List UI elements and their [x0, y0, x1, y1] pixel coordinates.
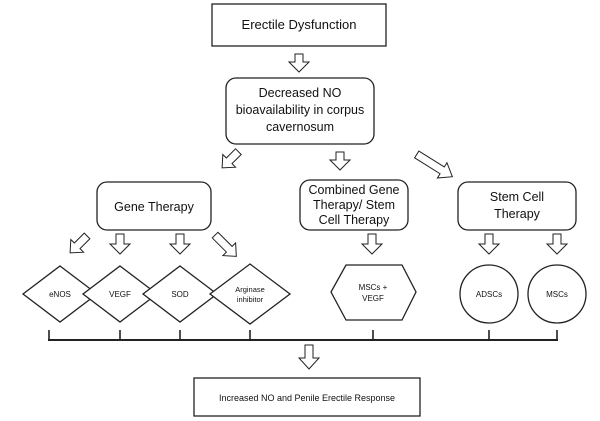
outcome-label: Increased NO and Penile Erectile Respons… — [219, 393, 395, 403]
down-arrow-sod-icon — [168, 233, 192, 255]
enos-label: eNOS — [49, 290, 71, 299]
arginase-inhibitor-node: Arginase inhibitor — [208, 263, 292, 325]
adscs-label: ADSCs — [476, 290, 502, 299]
diagonal-arrow-enos-icon — [69, 232, 91, 254]
down-arrow-mscs-icon — [545, 233, 569, 255]
combined-line-2: Therapy/ Stem — [313, 198, 395, 212]
decreased-no-line-2: bioavailability in corpus — [236, 103, 365, 117]
sod-label: SOD — [171, 290, 189, 299]
down-arrow-mscs-vegf-icon — [360, 233, 384, 255]
decreased-no-line-1: Decreased NO — [259, 86, 342, 100]
mscs-vegf-line-1: MSCs + — [359, 283, 388, 292]
decreased-no-box: Decreased NO bioavailability in corpus c… — [225, 77, 375, 145]
diagonal-arrow-right-icon — [413, 150, 454, 179]
combined-line-3: Cell Therapy — [319, 213, 390, 227]
vegf-label: VEGF — [109, 290, 131, 299]
stem-cell-therapy-box: Stem Cell Therapy — [457, 181, 577, 231]
erectile-dysfunction-box: Erectile Dysfunction — [211, 3, 387, 47]
stem-cell-line-1: Stem Cell — [490, 190, 544, 204]
adscs-node: ADSCs — [459, 264, 519, 324]
vegf-node: VEGF — [81, 265, 159, 323]
down-arrow-icon — [287, 53, 311, 73]
gene-therapy-label: Gene Therapy — [114, 200, 194, 214]
down-arrow-vegf-icon — [108, 233, 132, 255]
down-arrow-outcome-icon — [297, 344, 321, 370]
decreased-no-line-3: cavernosum — [266, 120, 334, 134]
erectile-dysfunction-label: Erectile Dysfunction — [242, 17, 357, 32]
down-arrow-center-icon — [328, 151, 352, 171]
merge-bracket — [48, 330, 558, 341]
mscs-node: MSCs — [527, 264, 587, 324]
arginase-line-2: inhibitor — [237, 295, 264, 304]
mscs-vegf-node: MSCs + VEGF — [330, 264, 417, 321]
sod-node: SOD — [141, 265, 219, 323]
gene-therapy-box: Gene Therapy — [96, 181, 212, 231]
outcome-box: Increased NO and Penile Erectile Respons… — [193, 377, 421, 417]
combined-line-1: Combined Gene — [308, 183, 399, 197]
diagonal-arrow-left-icon — [221, 148, 242, 169]
mscs-label: MSCs — [546, 290, 568, 299]
stem-cell-line-2: Therapy — [494, 207, 541, 221]
enos-node: eNOS — [21, 265, 99, 323]
arginase-line-1: Arginase — [235, 285, 265, 294]
mscs-vegf-line-2: VEGF — [362, 294, 384, 303]
down-arrow-adscs-icon — [477, 233, 501, 255]
combined-therapy-box: Combined Gene Therapy/ Stem Cell Therapy — [299, 179, 409, 231]
diagonal-arrow-arginase-icon — [211, 231, 237, 257]
